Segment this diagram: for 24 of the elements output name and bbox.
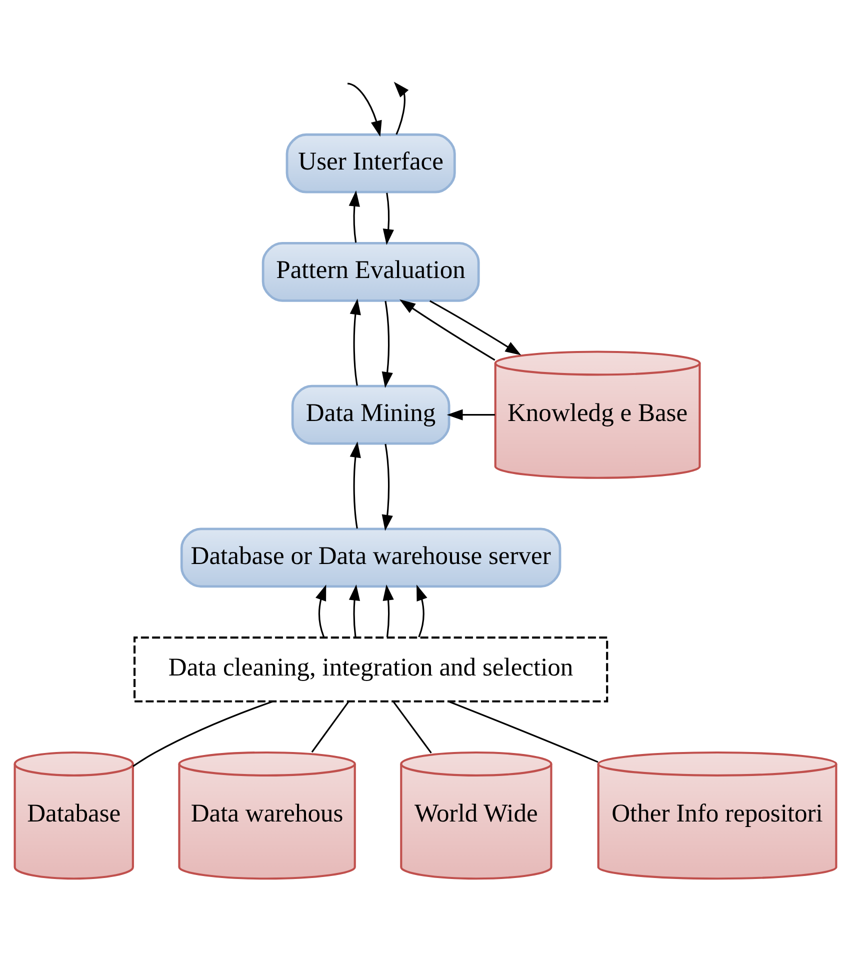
arrow	[382, 300, 393, 388]
connector	[448, 700, 598, 763]
connector	[392, 701, 432, 754]
arrow	[382, 444, 393, 531]
node-box: Database or Data warehouse server	[180, 528, 562, 588]
arrow	[350, 298, 361, 386]
arrow	[394, 82, 409, 135]
arrow	[350, 442, 361, 529]
arrow	[348, 584, 360, 638]
arrow	[347, 82, 382, 137]
connector	[132, 700, 273, 767]
arrow	[348, 190, 360, 243]
arrow	[430, 300, 522, 356]
node-box: Pattern Evaluation	[262, 242, 480, 302]
node-box: User Interface	[286, 133, 456, 194]
node-box: Data Mining	[291, 384, 450, 445]
connector	[311, 701, 350, 753]
arrow	[446, 409, 495, 420]
arrow	[399, 299, 496, 361]
arrow	[316, 584, 326, 638]
node-box: Data cleaning, integration and selection	[134, 636, 608, 702]
arrow	[416, 584, 428, 638]
arrow	[382, 192, 394, 246]
arrow	[382, 584, 394, 638]
